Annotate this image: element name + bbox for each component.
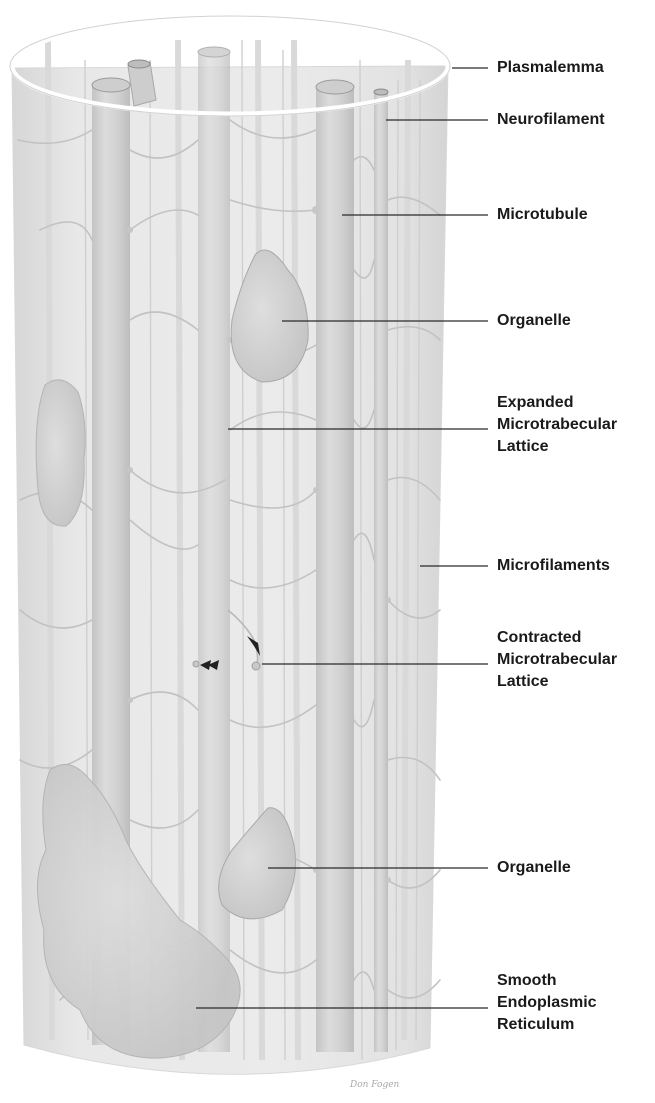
neurofilament-right — [374, 89, 388, 1052]
microtubule-right — [316, 80, 354, 1052]
label-organelle-top: Organelle — [497, 310, 571, 332]
label-organelle-bottom: Organelle — [497, 857, 571, 879]
label-contracted-microtrabecular-lattice: Contracted Microtrabecular Lattice — [497, 627, 617, 693]
label-plasmalemma: Plasmalemma — [497, 57, 604, 79]
artist-signature: Don Fogen — [350, 1080, 399, 1090]
label-microtubule: Microtubule — [497, 204, 588, 226]
label-expanded-microtrabecular-lattice: Expanded Microtrabecular Lattice — [497, 392, 617, 458]
label-microfilaments: Microfilaments — [497, 555, 610, 577]
label-neurofilament: Neurofilament — [497, 109, 605, 131]
label-smooth-endoplasmic-reticulum: Smooth Endoplasmic Reticulum — [497, 970, 597, 1036]
organelle-left — [36, 380, 85, 526]
